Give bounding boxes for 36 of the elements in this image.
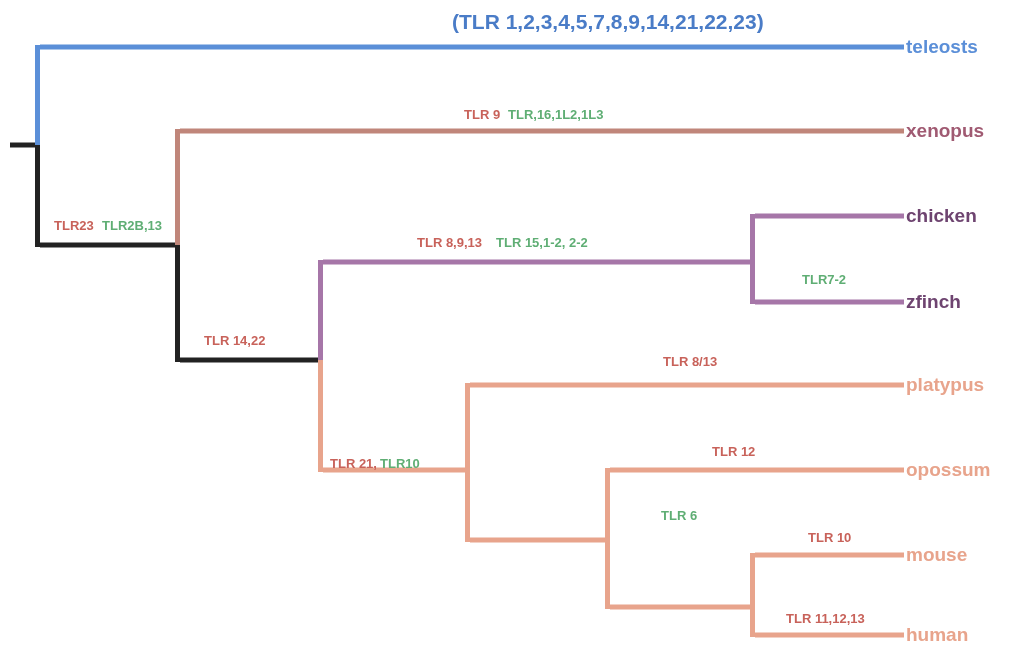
branch-label: TLR 14,22 [204,334,266,348]
species-label: mouse [906,544,968,566]
branch-line [470,382,904,388]
branch-line [40,44,904,50]
species-label: xenopus [906,120,985,142]
branch-label: TLR23 [54,219,94,233]
species-label: chicken [906,205,977,227]
branch-line [610,604,750,610]
branch-line [10,142,35,148]
branch-label: TLR 6 [661,509,698,523]
branch-line [323,259,750,265]
branch-line [180,357,318,363]
branch-line [470,537,605,543]
species-label: teleosts [906,36,978,58]
gene-list-label: (TLR 1,2,3,4,5,7,8,9,14,21,22,23) [452,10,764,34]
branch-label: TLR 9 [464,108,501,122]
branch-line [755,213,904,219]
species-label: platypus [906,374,985,396]
branch-line [610,467,904,473]
branch-label: TLR 15,1-2, 2-2 [496,236,588,250]
branch-label: TLR10 [380,457,420,471]
branch-line [755,552,904,558]
branch-label: TLR 10 [808,531,852,545]
species-label: opossum [906,459,991,481]
species-label: human [906,624,969,646]
branch-label: TLR7-2 [802,273,847,287]
branch-line [323,467,465,473]
species-label: zfinch [906,291,961,313]
branch-line [755,632,904,638]
branch-label: TLR 8,9,13 [417,236,483,250]
branch-label: TLR 8/13 [663,355,718,369]
branch-line [40,242,175,248]
branch-label: TLR 12 [712,445,756,459]
branch-line [180,128,904,134]
branch-line [755,299,904,305]
branch-label: TLR,16,1L2,1L3 [508,108,604,122]
